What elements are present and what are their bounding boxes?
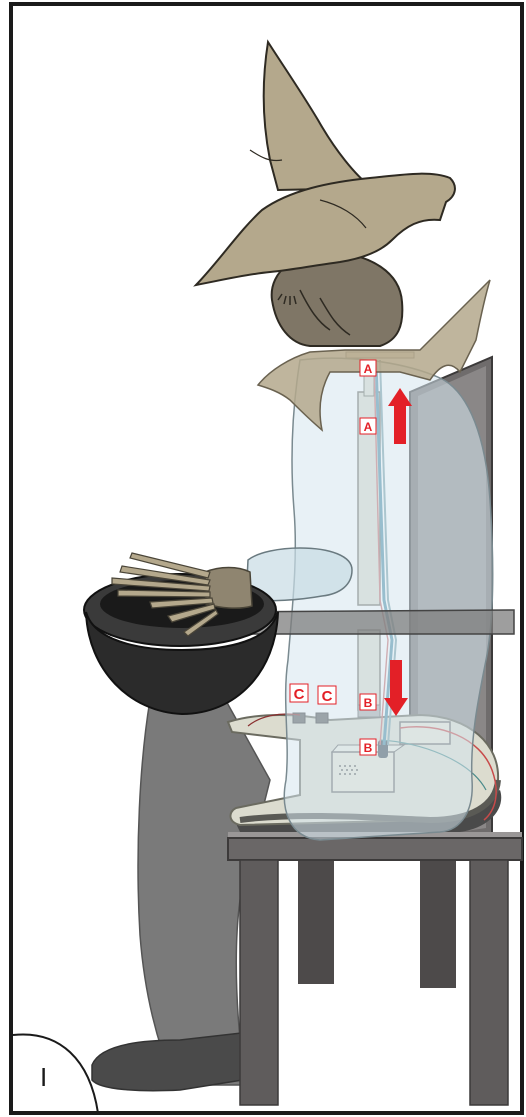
ghost-costume [284,358,492,840]
label-c-left: C [290,684,308,703]
chair-seat [228,838,522,860]
chair-leg-back-left [298,860,334,984]
label-a-upper-text: A [364,362,373,376]
label-c-left-text: C [294,686,305,703]
label-b-lower: B [360,739,376,755]
label-b-upper: B [360,694,376,710]
label-a-lower-text: A [364,420,373,434]
label-b-upper-text: B [364,696,373,710]
label-c-right: C [318,686,336,705]
figure-number: I [40,1062,47,1092]
label-c-right-text: C [322,688,333,705]
chair-leg-front-right [470,860,508,1105]
label-a-upper: A [360,360,376,376]
chair-leg-back-right [420,860,456,988]
label-a-lower: A [360,418,376,434]
label-b-lower-text: B [364,741,373,755]
chair-leg-front-left [240,860,278,1105]
